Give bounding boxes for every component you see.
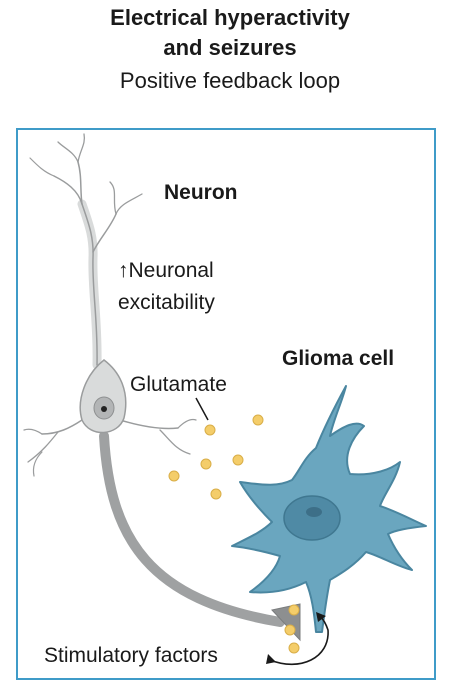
glutamate-pointer — [195, 397, 209, 421]
vesicle — [284, 624, 296, 636]
diagram-panel — [16, 128, 436, 680]
vesicle — [168, 470, 180, 482]
vesicle — [204, 424, 216, 436]
neuron-axon — [99, 431, 285, 627]
glioma-label: Glioma cell — [282, 347, 395, 370]
neuron-dendrites-top — [29, 133, 143, 370]
title-line-1: Electrical hyperactivity — [110, 5, 350, 30]
neuron-nucleolus — [101, 406, 107, 412]
arrowhead-top-icon — [316, 612, 326, 622]
vesicle — [288, 642, 300, 654]
vesicle — [288, 604, 300, 616]
glioma-nucleus — [283, 495, 341, 541]
arrowhead-bottom-icon — [266, 654, 276, 664]
stimulatory-arrow — [269, 615, 329, 665]
vesicle — [232, 454, 244, 466]
excitability-label-line2: excitability — [118, 291, 215, 314]
glioma-nucleolus — [306, 507, 322, 517]
glutamate-label: Glutamate — [130, 373, 227, 396]
subtitle: Positive feedback loop — [119, 68, 341, 93]
neuron-dendrites-side — [23, 418, 197, 477]
title-block: Electrical hyperactivity and seizures Po… — [0, 0, 460, 96]
neuron-label: Neuron — [164, 181, 238, 204]
vesicle — [252, 414, 264, 426]
vesicle — [210, 488, 222, 500]
title-line-2: and seizures — [163, 35, 297, 60]
glutamate-vesicles — [168, 414, 300, 654]
vesicle — [200, 458, 212, 470]
neuron-soma — [79, 359, 127, 434]
stimulatory-factors-label: Stimulatory factors — [44, 644, 218, 667]
excitability-label-line1: ↑Neuronal — [118, 259, 214, 282]
